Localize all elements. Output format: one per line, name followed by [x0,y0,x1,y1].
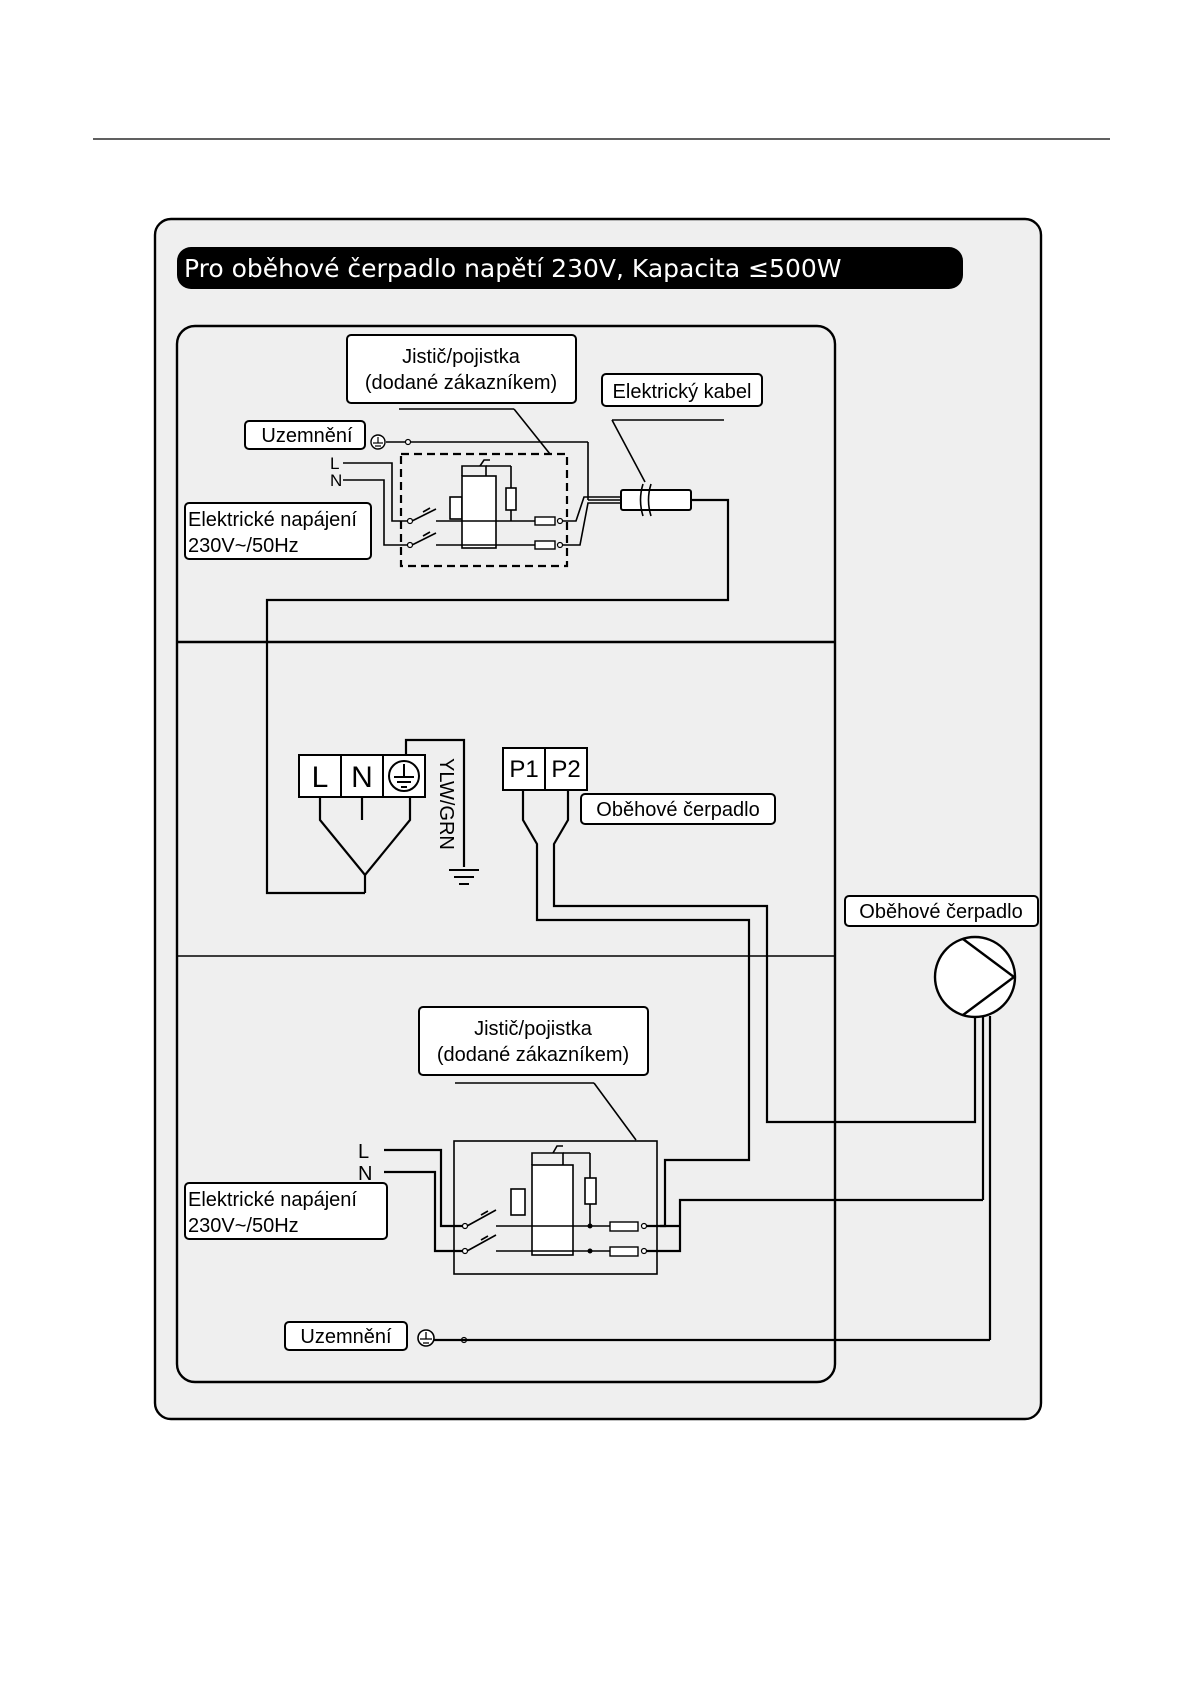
bottom-breaker-line1: Jistič/pojistka [474,1018,593,1040]
top-supply-line2: 230V~/50Hz [188,535,299,557]
pump-terminal-label: Oběhové čerpadlo [596,799,759,821]
terminal-n-label: N [351,761,373,794]
terminal-ground-icon [389,761,419,791]
p1-label: P1 [509,756,538,783]
bottom-breaker-line2: (dodané zákazníkem) [437,1044,629,1066]
terminal-l-label: L [312,761,329,794]
bottom-supply-line1: Elektrické napájení [188,1189,357,1211]
bottom-ground-label: Uzemnění [300,1326,392,1348]
bottom-n-label: N [358,1163,372,1185]
bottom-l-label: L [358,1141,369,1163]
top-ground-label: Uzemnění [261,425,353,447]
top-n-label: N [330,471,342,490]
top-breaker-line1: Jistič/pojistka [402,346,521,368]
top-breaker-line2: (dodané zákazníkem) [365,372,557,394]
ylw-grn-label: YLW/GRN [435,758,457,850]
cable-label: Elektrický kabel [613,381,752,403]
p2-label: P2 [551,756,580,783]
pump-label: Oběhové čerpadlo [859,901,1022,923]
top-supply-line1: Elektrické napájení [188,509,357,531]
top-ground-symbol-icon [371,435,385,449]
terminal-block: L N [299,755,425,797]
cable-icon [621,490,691,510]
pump-symbol-icon [935,937,1015,1017]
bottom-ground-symbol-icon [418,1330,434,1346]
pump-terminal-block: P1 P2 [503,748,587,790]
bottom-supply-line2: 230V~/50Hz [188,1215,299,1237]
title: Pro oběhové čerpadlo napětí 230V, Kapaci… [184,254,842,283]
